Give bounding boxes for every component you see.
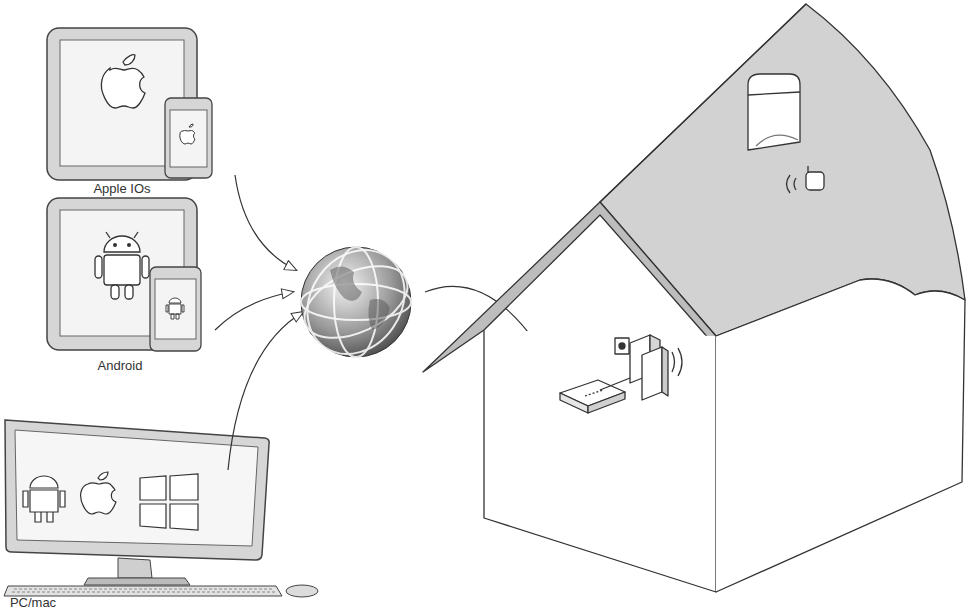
house-cutaway xyxy=(423,4,965,592)
device-label: PC/mac xyxy=(10,595,56,610)
apple-devices xyxy=(47,28,212,180)
android-devices xyxy=(47,198,201,351)
device-label: Android xyxy=(98,358,143,373)
device-label: Apple IOs xyxy=(93,181,150,196)
internet-globe xyxy=(288,231,425,373)
pc-monitor xyxy=(4,420,318,597)
